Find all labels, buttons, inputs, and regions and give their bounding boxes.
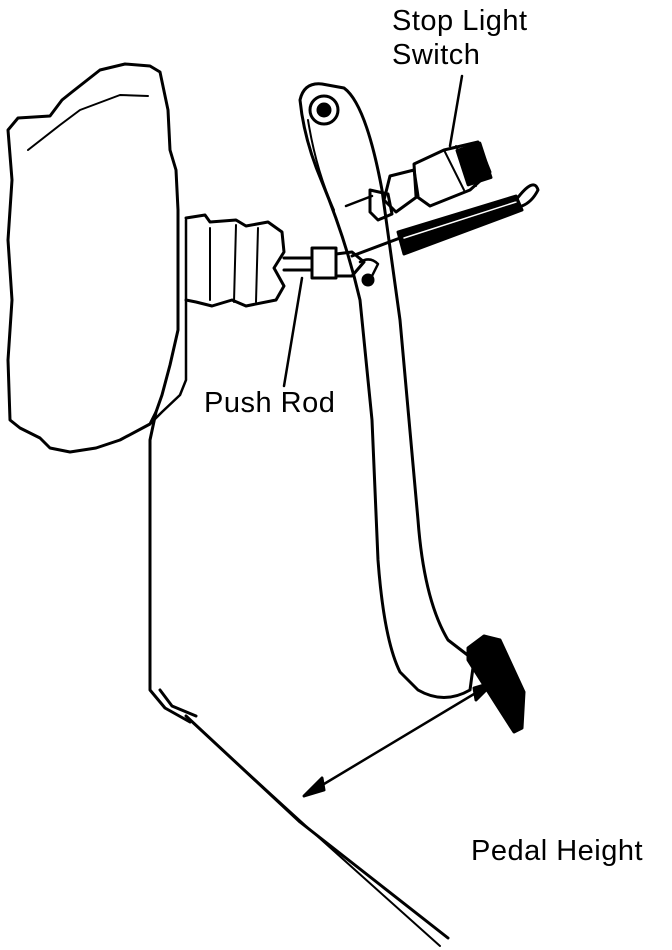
stop-light-switch-label: Stop Light Switch bbox=[392, 4, 528, 72]
stop-light-switch-label-line1: Stop Light bbox=[392, 5, 528, 37]
stop-light-switch bbox=[344, 74, 493, 222]
brake-pedal-arm bbox=[298, 82, 476, 699]
stop-light-switch-label-line2: Switch bbox=[392, 39, 481, 71]
pedal-pad bbox=[466, 634, 526, 734]
return-spring bbox=[350, 183, 540, 258]
pedal-bracket bbox=[148, 410, 450, 947]
pedal-height-dimension bbox=[302, 680, 496, 798]
push-rod bbox=[282, 246, 375, 388]
push-rod-label: Push Rod bbox=[204, 387, 336, 419]
pedal-height-label: Pedal Height bbox=[471, 835, 644, 867]
brake-booster bbox=[6, 62, 188, 454]
booster-boot bbox=[184, 213, 286, 308]
